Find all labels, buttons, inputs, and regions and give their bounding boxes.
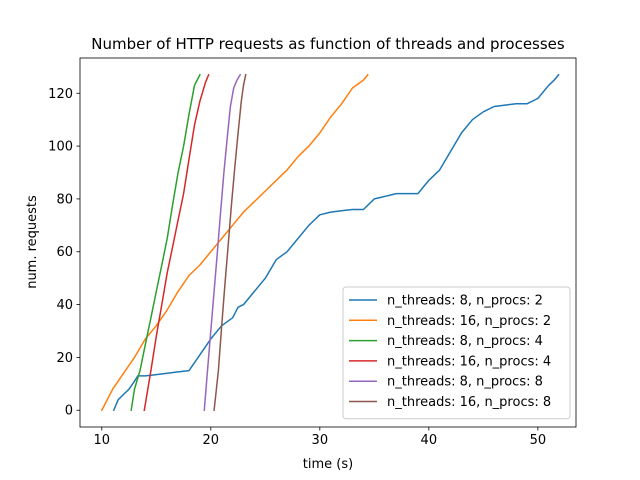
x-axis-label: time (s) bbox=[303, 457, 353, 472]
plot-frame bbox=[79, 57, 577, 428]
x-tick-label: 20 bbox=[203, 433, 220, 448]
y-tick-label: 40 bbox=[56, 298, 73, 313]
series-line-2 bbox=[100, 73, 369, 412]
legend-frame bbox=[342, 286, 571, 420]
y-axis-label: num. requests bbox=[25, 195, 40, 289]
legend-label-5: n_threads: 8, n_procs: 8 bbox=[387, 375, 543, 390]
legend-label-3: n_threads: 8, n_procs: 4 bbox=[387, 334, 543, 349]
chart-title: Number of HTTP requests as function of t… bbox=[91, 35, 565, 53]
series-layer bbox=[100, 73, 560, 412]
x-tick-label: 30 bbox=[312, 433, 329, 448]
series-line-5 bbox=[203, 73, 242, 412]
legend-label-2: n_threads: 16, n_procs: 2 bbox=[387, 314, 551, 329]
x-tick-label: 40 bbox=[421, 433, 438, 448]
series-line-1 bbox=[112, 73, 560, 412]
y-tick-label: 100 bbox=[48, 140, 73, 155]
y-tick-label: 20 bbox=[56, 351, 73, 366]
series-line-3 bbox=[130, 73, 201, 412]
y-tick-label: 0 bbox=[65, 404, 73, 419]
axes-layer: 10 20 30 40 50 0 20 40 60 80 100 120 bbox=[48, 57, 577, 448]
legend: n_threads: 8, n_procs: 2 n_threads: 16, n… bbox=[342, 286, 571, 420]
series-line-6 bbox=[213, 73, 247, 412]
y-tick-label: 120 bbox=[48, 87, 73, 102]
y-tick-label: 60 bbox=[56, 245, 73, 260]
series-line-4 bbox=[143, 73, 210, 412]
legend-label-1: n_threads: 8, n_procs: 2 bbox=[387, 294, 543, 309]
legend-label-6: n_threads: 16, n_procs: 8 bbox=[387, 395, 551, 410]
x-tick-label: 50 bbox=[530, 433, 547, 448]
x-tick-label: 10 bbox=[94, 433, 111, 448]
legend-label-4: n_threads: 16, n_procs: 4 bbox=[387, 354, 551, 369]
y-tick-label: 80 bbox=[56, 192, 73, 207]
